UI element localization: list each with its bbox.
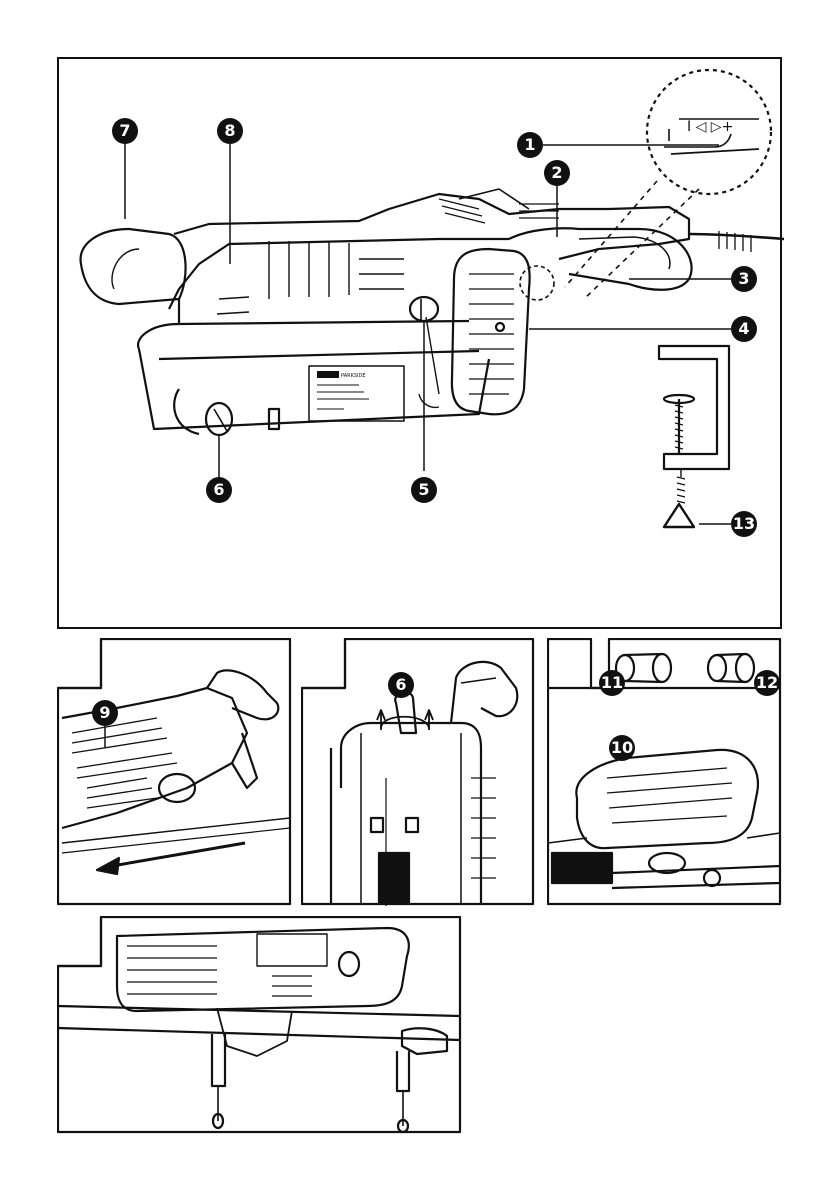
- panel-a-drawing: [57, 638, 292, 906]
- callout-9: 9: [92, 700, 118, 726]
- callout-1: 1: [517, 132, 543, 158]
- panel-d: [57, 916, 462, 1134]
- callout-13: 13: [731, 511, 757, 537]
- panel-d-drawing: [57, 916, 462, 1134]
- callout-7: 7: [112, 118, 138, 144]
- callout-4: 4: [731, 316, 757, 342]
- callout-3: 3: [731, 266, 757, 292]
- belt-sander-drawing: I ◁ ▷+ PARKSIDE: [59, 59, 784, 631]
- callout-6: 6: [206, 477, 232, 503]
- panel-b-drawing: [301, 638, 535, 906]
- panel-c-drawing: [547, 638, 782, 906]
- callout-8: 8: [217, 118, 243, 144]
- callout-12: 12: [754, 670, 780, 696]
- panel-b: 6: [301, 638, 535, 906]
- callout-11: 11: [599, 670, 625, 696]
- panel-c: 10 11 12: [547, 638, 782, 906]
- switch-symbols: I ◁ ▷+: [687, 119, 733, 135]
- panel-a: 9: [57, 638, 292, 906]
- callout-2: 2: [544, 160, 570, 186]
- main-figure-panel: I ◁ ▷+ PARKSIDE 1 2 3 4 5 6 7 8 13: [57, 57, 782, 629]
- callout-5: 5: [411, 477, 437, 503]
- rating-plate-brand: PARKSIDE: [341, 373, 366, 379]
- callout-6-detail: 6: [388, 672, 414, 698]
- callout-10: 10: [609, 735, 635, 761]
